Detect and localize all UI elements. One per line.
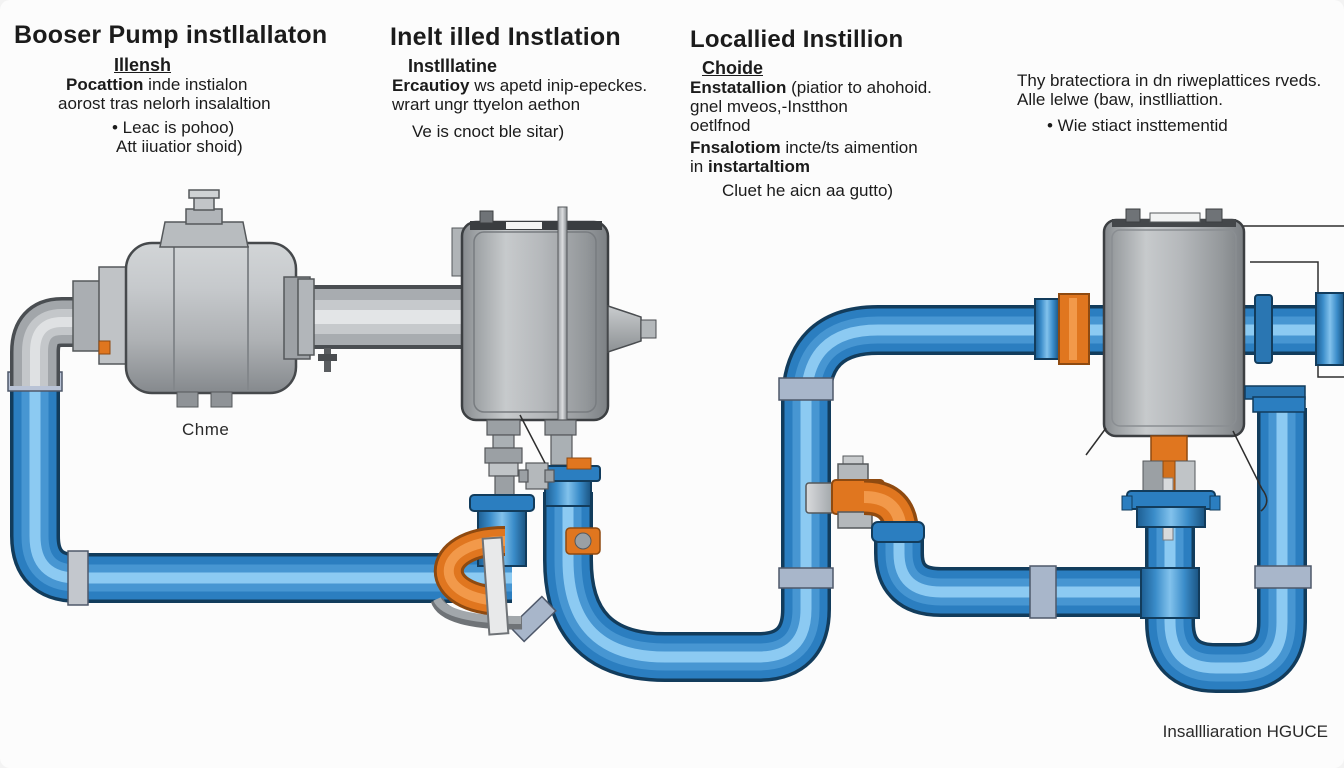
text-block-booster-pump: Booser Pump instllallaton Illensh Pocatt…: [14, 21, 328, 157]
callout-diagonal-right: [1232, 430, 1268, 512]
collar: [1029, 565, 1057, 619]
block-line: Alle lelwe (baw, instlliattion.: [1017, 90, 1223, 109]
blue-flange-lug: [1121, 495, 1133, 511]
collar: [1254, 565, 1312, 589]
pump-label: Chme: [182, 420, 230, 439]
unit-panel-line: [473, 231, 597, 413]
block-line: Cluet he aicn aa gutto): [722, 181, 894, 200]
unit-panel-line: [1111, 229, 1237, 427]
block-title: Inelt illed Instlation: [390, 23, 621, 51]
block-line: Att iiuatior shoid): [116, 137, 243, 156]
unit-body: [460, 220, 610, 422]
callout-diagonal-right-short: [1085, 427, 1107, 456]
unit-top-slot: [506, 222, 542, 229]
unit-top-tab: [1205, 208, 1223, 223]
white-strap: [481, 536, 510, 636]
elbow-clamp: [509, 595, 557, 643]
pump-body-seams: [173, 246, 249, 390]
right-pump-unit: [1034, 208, 1344, 619]
figure-caption: Insallliaration HGUCE: [1162, 722, 1328, 741]
block-title: Booser Pump instllallaton: [14, 21, 328, 49]
block-line: Ercautioy ws apetd inip-epeckes.: [392, 76, 648, 95]
under-unit-fitting: [1121, 435, 1221, 541]
block-line: oetlfnod: [690, 116, 751, 135]
block-line: gnel mveos,-Instthon: [690, 97, 848, 116]
text-block-notes: Thy bratectiora in dn riweplattices rved…: [1017, 71, 1321, 135]
pump-body: [124, 241, 298, 395]
block-bullet: • Leac is pohoo): [112, 118, 235, 137]
unit-top-slot: [1149, 212, 1201, 223]
elbow-blue-flange: [871, 521, 925, 543]
trap-tee: [1140, 567, 1200, 619]
pipe-collars: [7, 371, 1312, 643]
block-bullet: • Wie stiact insttementid: [1047, 116, 1228, 135]
block-title: Locallied Instillion: [690, 26, 904, 53]
block-line: aorost tras nelorh insalaltion: [58, 94, 271, 113]
unit-top-band: [1112, 219, 1236, 227]
pump-foot: [210, 391, 233, 408]
pump-foot: [176, 391, 199, 408]
pump-inlet-flange: [72, 280, 103, 352]
clamp-handle: [518, 462, 555, 490]
inlet-blue-sleeve: [1034, 298, 1060, 360]
block-line: in instartaltiom: [690, 157, 810, 176]
gauge-nozzle: [607, 304, 642, 354]
block-heading: Illensh: [114, 55, 172, 75]
booster-pump: [35, 189, 468, 408]
block-line: Enstatallion (piatior to ahohoid.: [690, 78, 932, 97]
collar: [778, 567, 834, 589]
blue-fitting-body: [1136, 506, 1206, 528]
block-line: wrart ungr ttyelon aethon: [392, 95, 581, 114]
gauge-nozzle-tip: [640, 319, 657, 339]
pump-top-cap: [159, 189, 249, 248]
outlet-end-coupler: [1315, 292, 1344, 366]
text-block-inlet-installation: Inelt illed Instlation Instlllatine Erca…: [390, 23, 648, 142]
inlet-orange-highlight: [1069, 298, 1077, 360]
block-line: Thy bratectiora in dn riweplattices rved…: [1017, 71, 1322, 90]
block-line: Ve is cnoct ble sitar): [412, 122, 565, 141]
bypass-assembly: [430, 457, 601, 636]
block-line: Fnsalotiom incte/ts aimention: [690, 138, 918, 157]
unit-top-tab: [479, 210, 494, 224]
callout-diagonal-middle: [519, 414, 546, 464]
tee-flange: [469, 494, 535, 512]
collar: [67, 550, 89, 606]
unit-body: [1102, 218, 1246, 438]
block-line: Pocattion inde instialon: [66, 75, 248, 94]
riser-valve: [805, 455, 925, 543]
bracket-step: [1252, 396, 1306, 413]
middle-pump-unit: [451, 206, 657, 509]
unit-top-tab: [1125, 208, 1141, 223]
callout-lines-front: [519, 414, 1268, 512]
valve-cap: [805, 482, 835, 514]
outlet-flange-tab: [1254, 294, 1273, 364]
orange-seal: [98, 340, 111, 355]
valve-bottom: [837, 511, 873, 529]
drain-petcock: [318, 348, 337, 372]
orange-tab: [566, 457, 592, 470]
collar: [778, 377, 834, 401]
blue-flange-lug: [1209, 495, 1221, 511]
shaft-flange: [297, 278, 315, 356]
block-heading: Instlllatine: [408, 56, 498, 76]
block-heading: Choide: [702, 58, 763, 78]
text-block-localized-installation: Locallied Instillion Choide Enstatallion…: [690, 26, 932, 200]
orange-clamp: [565, 527, 601, 555]
suction-pipe-left-loop: [35, 386, 512, 578]
